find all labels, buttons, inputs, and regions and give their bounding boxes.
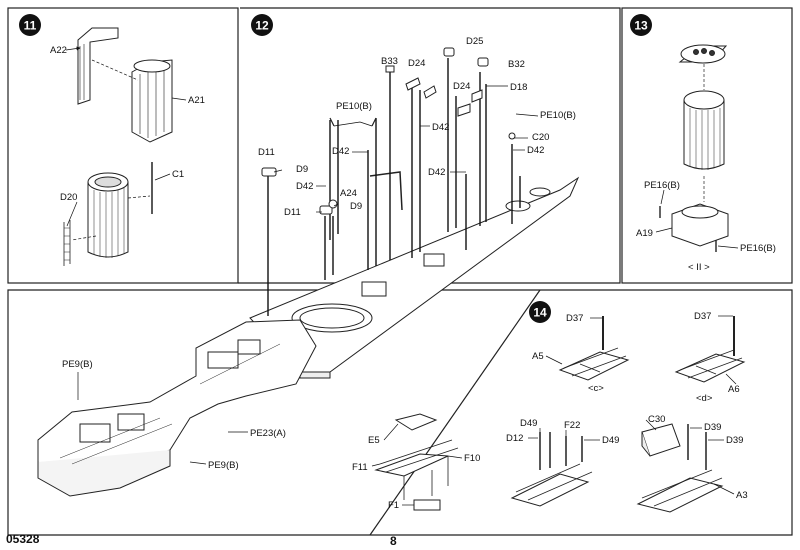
mount-lower-right <box>636 423 724 513</box>
part-label-d39-right: D39 <box>726 435 743 446</box>
mount-c <box>558 316 630 381</box>
part-label-a5: A5 <box>532 351 544 362</box>
mount-d <box>674 316 746 383</box>
part-label-d9-bottom: D9 <box>350 201 362 212</box>
part-label-d49-right: D49 <box>602 435 619 446</box>
step-badge-13: 13 <box>630 14 652 36</box>
panel-lower <box>7 289 793 536</box>
part-label-a19: A19 <box>636 228 653 239</box>
part-label-d20: D20 <box>60 192 77 203</box>
step-number-11: 11 <box>24 19 37 33</box>
part-label-a6: A6 <box>728 384 740 395</box>
callout-f1: F1 <box>388 500 399 511</box>
funnel-lower-assembly <box>63 162 153 266</box>
step-badge-12: 12 <box>251 14 273 36</box>
part-label-a24: A24 <box>340 188 357 199</box>
funnel-upper-assembly <box>77 27 173 143</box>
part-label-pe16b-right: PE16(B) <box>740 243 776 254</box>
step-12-leaders <box>273 85 539 213</box>
callout-e5: E5 <box>368 435 380 446</box>
part-label-b32: B32 <box>508 59 525 70</box>
part-label-a22: A22 <box>50 45 67 56</box>
part-label-d11-top: D11 <box>258 147 275 158</box>
step-14-leaders <box>528 315 737 495</box>
part-label-d37-right: D37 <box>694 311 711 322</box>
part-label-d42-d: D42 <box>296 181 313 192</box>
part-label-d37-left: D37 <box>566 313 583 324</box>
part-label-d11-bottom: D11 <box>284 207 301 218</box>
step-badge-14: 14 <box>529 301 551 323</box>
part-label-d39-top: D39 <box>704 422 721 433</box>
step-13-leaders <box>655 189 739 249</box>
callout-f11: F11 <box>352 462 368 473</box>
part-label-d9-top: D9 <box>296 164 308 175</box>
part-label-d49-left: D49 <box>520 418 537 429</box>
part-label-d24-right: D24 <box>453 81 470 92</box>
part-label-d42-a: D42 <box>432 122 449 133</box>
deck-aft-section <box>37 319 317 497</box>
part-label-a3: A3 <box>736 490 748 501</box>
panel-step-14-divider <box>369 289 541 536</box>
variant-label-ii: < II > <box>688 262 710 273</box>
part-label-a21: A21 <box>188 95 205 106</box>
step-badge-11: 11 <box>19 14 41 36</box>
part-label-d42-b: D42 <box>527 145 544 156</box>
detail-subassembly <box>374 413 459 511</box>
callout-f10: F10 <box>464 453 480 464</box>
variant-label-c: <c> <box>588 383 604 394</box>
part-label-d24-top: D24 <box>408 58 425 69</box>
part-label-c30: C30 <box>648 414 665 425</box>
page-number: 8 <box>390 534 397 548</box>
mount-lower-left <box>510 432 593 507</box>
panel-step-11 <box>7 7 239 284</box>
part-label-d25: D25 <box>466 36 483 47</box>
part-label-d42-e: D42 <box>428 167 445 178</box>
part-label-pe16b-left: PE16(B) <box>644 180 680 191</box>
part-label-d18: D18 <box>510 82 527 93</box>
part-label-d42-c: D42 <box>332 146 349 157</box>
part-label-b33: B33 <box>381 56 398 67</box>
panel-step-12 <box>238 7 621 284</box>
funnel-assembly-ii <box>659 44 729 252</box>
callout-pe23a: PE23(A) <box>250 428 286 439</box>
step-number-14: 14 <box>533 306 547 320</box>
mast-tops <box>261 47 516 215</box>
hull-leaders <box>77 372 248 465</box>
panel-step-13 <box>621 7 793 284</box>
part-label-pe10b-right: PE10(B) <box>540 110 576 121</box>
step-11-leaders <box>65 46 187 241</box>
part-label-d12: D12 <box>506 433 523 444</box>
variant-label-d: <d> <box>696 393 713 404</box>
detail-leaders <box>371 423 463 506</box>
step-number-12: 12 <box>255 19 269 33</box>
product-code: 05328 <box>6 532 40 546</box>
part-label-c20: C20 <box>532 132 549 143</box>
part-label-f22: F22 <box>564 420 580 431</box>
callout-pe9b-bottom: PE9(B) <box>208 460 239 471</box>
mast-posts <box>267 58 521 316</box>
part-label-pe10b-left: PE10(B) <box>336 101 372 112</box>
callout-pe9b-top: PE9(B) <box>62 359 93 370</box>
step-number-13: 13 <box>634 19 648 33</box>
part-label-c1: C1 <box>172 169 184 180</box>
